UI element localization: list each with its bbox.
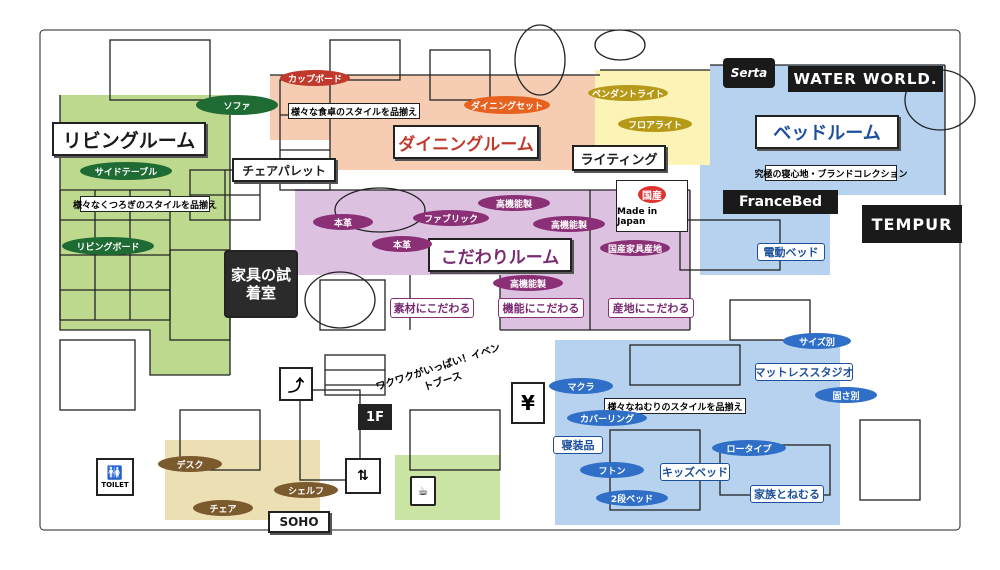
fitting-room-sign: 家具の試着室 — [224, 250, 298, 318]
bed-collection-caption: 究極の寝心地・ブランドコレクション — [755, 165, 908, 181]
pill-low-type: ロータイプ — [712, 440, 786, 456]
living-style-caption: 様々なくつろぎのスタイルを品揃え — [73, 196, 217, 212]
pill-firmness: 固さ別 — [815, 387, 877, 403]
pill-high-func-c: 高機能製 — [493, 275, 563, 291]
stairs-icon: ⤴ — [279, 367, 313, 401]
sleep-style-caption: 様々なねむりのスタイルを品揃え — [604, 398, 746, 414]
pill-shelf: シェルフ — [274, 482, 338, 498]
kodawari-room-title: こだわりルーム — [428, 238, 572, 272]
toilet-sign: 🚻 TOILET — [96, 458, 134, 496]
pill-leather-2: 本革 — [372, 236, 432, 252]
pill-desk: デスク — [158, 456, 222, 472]
made-in-japan-badge: 国産 Made in Japan — [616, 180, 688, 232]
pill-cover: カバーリング — [567, 410, 647, 426]
origin-label: 産地にこだわる — [608, 298, 694, 318]
pill-floor-light: フロアライト — [618, 116, 692, 132]
drink-icon: ☕ — [410, 476, 436, 506]
pill-sofa: ソファ — [196, 95, 278, 115]
pill-pillow: マクラ — [549, 378, 613, 394]
pill-living-board: リビングボード — [62, 237, 154, 255]
chair-pallet-title: チェアパレット — [232, 158, 336, 182]
pill-pendant-light: ペンダントライト — [588, 85, 668, 101]
pill-leather-1: 本革 — [313, 214, 373, 230]
family-sleep-label: 家族とねむる — [750, 485, 824, 503]
serta-logo: Serta — [723, 58, 775, 88]
pill-high-func-a: 高機能製 — [478, 195, 550, 211]
dining-room-title: ダイニングルーム — [393, 125, 539, 159]
material-label: 素材にこだわる — [390, 298, 474, 318]
bedroom-title: ベッドルーム — [755, 115, 899, 149]
pill-dining-set: ダイニングセット — [464, 96, 550, 114]
pill-futon: フトン — [580, 462, 644, 478]
kokusan-mark: 国産 — [638, 185, 666, 203]
electric-bed-label: 電動ベッド — [757, 243, 825, 261]
tempur-logo: TEMPUR — [862, 205, 962, 243]
pill-chair: チェア — [193, 500, 253, 516]
pill-fabric: ファブリック — [413, 210, 489, 226]
france-bed-logo: FranceBed — [723, 190, 838, 214]
kids-bed-label: キッズベッド — [660, 463, 730, 481]
lighting-title: ライティング — [572, 145, 666, 171]
made-in-japan-text: Made in Japan — [617, 206, 658, 227]
water-world-logo: WATER WORLD. — [788, 66, 943, 92]
living-room-title: リビングルーム — [52, 122, 206, 156]
pill-cupboard: カップボード — [280, 70, 350, 86]
mattress-studio-label: マットレススタジオ — [755, 363, 854, 381]
soho-title: SOHO — [268, 511, 330, 533]
zone-bed-lower — [555, 340, 840, 525]
dining-style-caption: 様々な食卓のスタイルを品揃え — [288, 103, 420, 119]
toilet-text: TOILET — [101, 480, 129, 489]
pill-size: サイズ別 — [783, 333, 851, 349]
toilet-icon: 🚻 — [106, 465, 124, 481]
pill-bunk-bed: 2段ベッド — [596, 490, 668, 506]
bedding-label: 寝装品 — [553, 436, 603, 454]
pill-high-func-b: 高機能製 — [533, 216, 605, 232]
floor-number: 1F — [358, 404, 392, 430]
cashier-yen-sign: ¥ — [511, 382, 545, 424]
function-label: 機能にこだわる — [498, 298, 584, 318]
fitting-room-label: 家具の試着室 — [231, 266, 292, 302]
elevator-icon: ⇅ — [345, 458, 381, 494]
pill-domestic: 国産家具産地 — [600, 240, 670, 256]
pill-side-table: サイドテーブル — [80, 162, 172, 180]
